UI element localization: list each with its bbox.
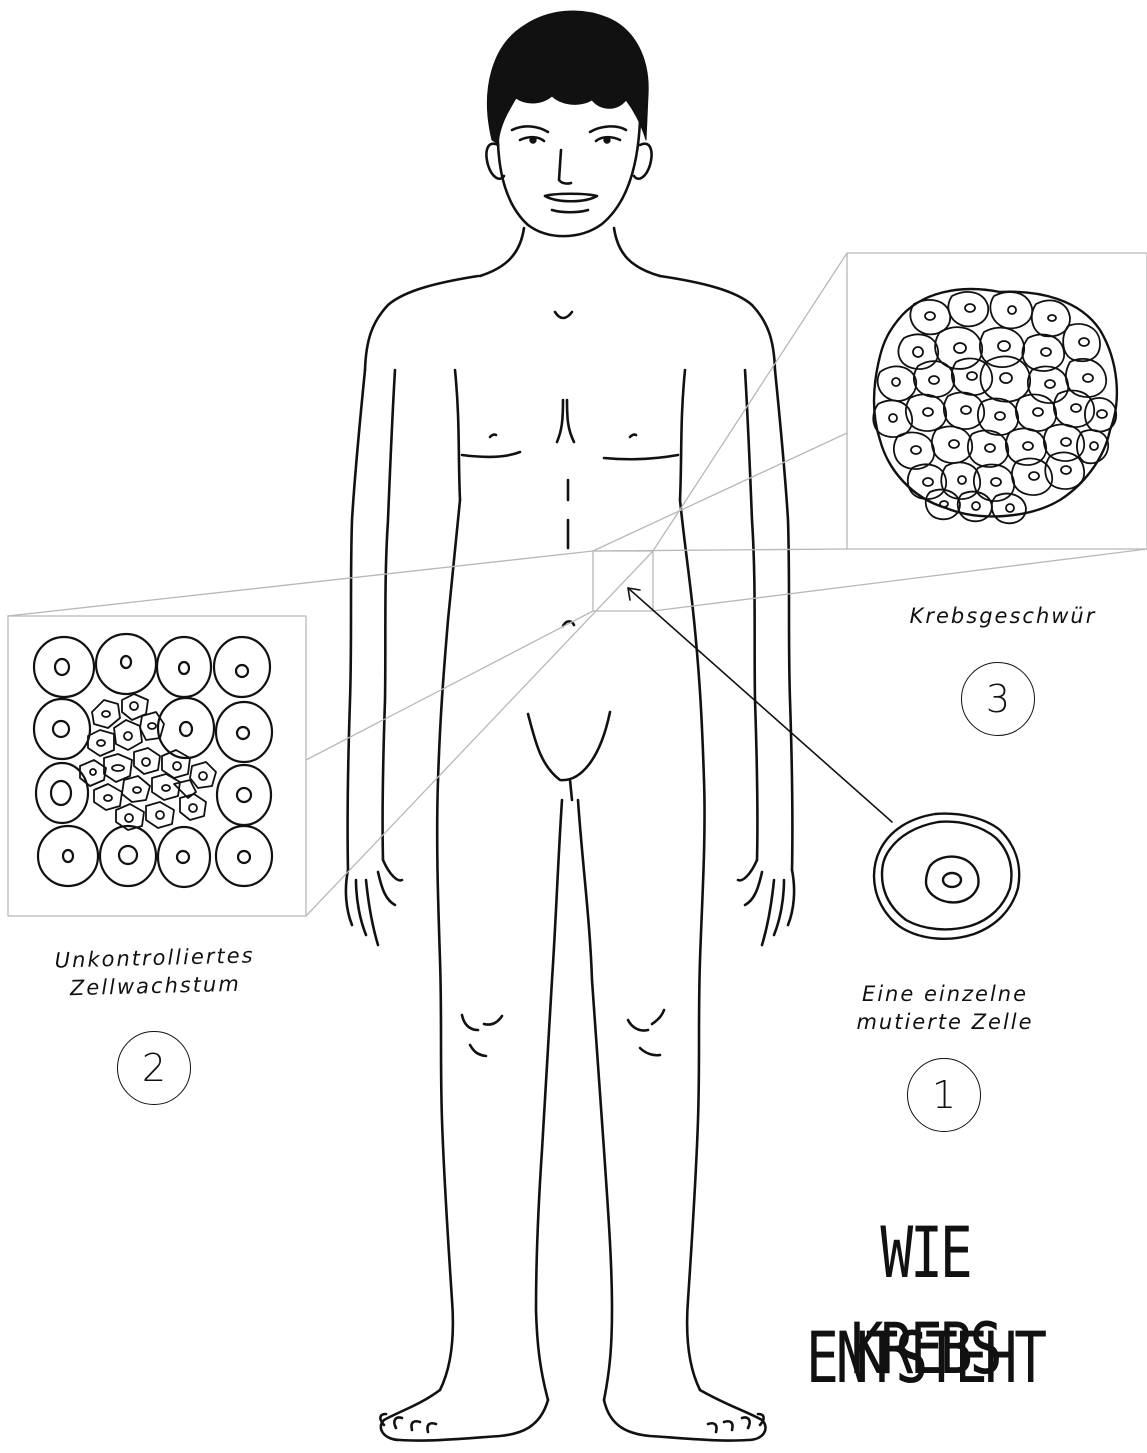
human-figure [346,11,794,1441]
box-uncontrolled-growth [8,616,306,916]
title-line-2: ENTSTEHT [804,1310,1046,1406]
step-number-1: 1 [907,1058,981,1132]
box-tumor [847,253,1147,549]
face [498,120,640,236]
step-number-2: 2 [117,1031,191,1105]
label-mutated-cell: Eine einzelne mutierte Zelle [830,980,1060,1036]
label-uncontrolled-growth: Unkontrolliertes Zellwachstum [19,940,290,1003]
label-tumor: Krebsgeschwür [878,602,1128,630]
label-mutated-cell-line-1: Eine einzelne [830,980,1060,1008]
pointer-arrow [628,588,892,822]
step-number-3: 3 [961,662,1035,736]
projection-lines [8,253,1147,916]
label-mutated-cell-line-2: mutierte Zelle [830,1008,1060,1036]
mutated-cell [874,814,1019,939]
label-tumor-line-1: Krebsgeschwür [878,602,1128,630]
hair [487,11,648,144]
